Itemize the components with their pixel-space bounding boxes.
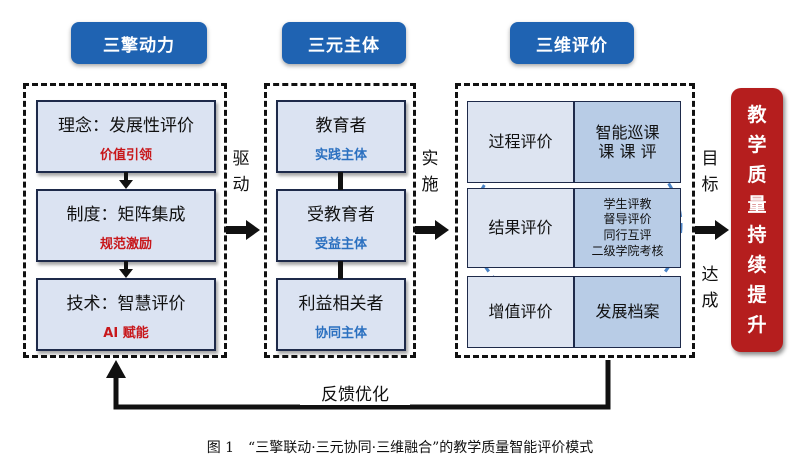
connector-goal-label: 目 标 — [699, 146, 721, 198]
eval-process-detail-line: 课 课 评 — [598, 142, 657, 161]
connector-drive-char: 动 — [232, 175, 250, 195]
subject-box-learner-sub: 受益主体 — [314, 236, 367, 252]
eval-result-detail-line: 督导评价 — [603, 212, 652, 227]
result-char: 教 — [747, 104, 767, 126]
eval-process-detail-line: 智能巡课 — [595, 122, 660, 142]
subject-box-stakeholder-title: 利益相关者 — [298, 293, 384, 314]
subject-link-line — [338, 261, 343, 279]
subject-box-educator-title: 教育者 — [315, 115, 367, 136]
subject-box-stakeholder-sub: 协同主体 — [314, 325, 367, 341]
result-char: 提 — [747, 284, 767, 306]
connector-goal-char: 标 — [701, 175, 719, 195]
drive-box-system-title: 制度：矩阵集成 — [66, 204, 186, 225]
down-arrow-icon — [119, 261, 133, 278]
drive-box-concept: 理念：发展性评价 价值引领 — [36, 100, 216, 173]
subject-box-learner-title: 受教育者 — [307, 204, 375, 225]
connector-reach-label: 达 成 — [699, 262, 721, 314]
connector-reach-char: 成 — [701, 291, 719, 311]
drive-box-system-sub: 规范激励 — [99, 236, 152, 252]
tab-three-dimension-eval: 三维评价 — [510, 22, 634, 64]
result-char: 持 — [747, 224, 767, 246]
subject-link-line — [338, 172, 343, 190]
drive-box-concept-title: 理念：发展性评价 — [58, 115, 194, 136]
eval-result-cell: 结果评价 — [467, 188, 574, 268]
connector-drive-label: 驱 动 — [230, 146, 252, 198]
right-arrow-icon — [695, 220, 729, 240]
right-arrow-icon — [415, 220, 449, 240]
subject-box-stakeholder: 利益相关者 协同主体 — [276, 278, 406, 351]
eval-column-frame — [455, 83, 695, 358]
eval-process-detail: 智能巡课 课 课 评 — [574, 101, 681, 183]
result-char: 量 — [747, 194, 767, 216]
right-arrow-icon — [226, 220, 260, 240]
connector-implement-char: 施 — [421, 175, 439, 195]
subject-box-educator: 教育者 实践主体 — [276, 100, 406, 173]
eval-value-added-detail: 发展档案 — [574, 276, 681, 348]
result-char: 学 — [747, 134, 767, 156]
result-char: 续 — [747, 254, 767, 276]
result-box: 教 学 质 量 持 续 提 升 — [731, 88, 783, 352]
eval-process-cell: 过程评价 — [467, 101, 574, 183]
result-char: 质 — [747, 164, 767, 186]
connector-implement-label: 实 施 — [419, 146, 441, 198]
eval-result-detail: 学生评教 督导评价 同行互评 二级学院考核 — [574, 188, 681, 268]
down-arrow-icon — [119, 172, 133, 189]
feedback-label: 反馈优化 — [300, 380, 410, 405]
eval-result-detail-line: 二级学院考核 — [591, 243, 664, 258]
result-char: 升 — [747, 314, 767, 336]
drive-box-tech: 技术：智慧评价 AI 赋能 — [36, 278, 216, 351]
tab-three-subjects: 三元主体 — [282, 22, 406, 64]
subject-column-frame — [264, 83, 416, 358]
connector-reach-char: 达 — [701, 265, 719, 285]
drive-box-system: 制度：矩阵集成 规范激励 — [36, 189, 216, 262]
drive-column-frame — [23, 83, 227, 358]
connector-drive-char: 驱 — [232, 149, 250, 169]
drive-box-tech-title: 技术：智慧评价 — [66, 293, 186, 314]
drive-box-tech-sub: AI 赋能 — [103, 325, 149, 341]
figure-caption: 图 1 “三擎联动·三元协同·三维融合”的教学质量智能评价模式 — [206, 440, 594, 456]
connector-goal-char: 目 — [701, 149, 719, 169]
drive-box-concept-sub: 价值引领 — [99, 147, 152, 163]
subject-box-learner: 受教育者 受益主体 — [276, 189, 406, 262]
subject-box-educator-sub: 实践主体 — [314, 147, 367, 163]
connector-implement-char: 实 — [421, 149, 439, 169]
eval-result-detail-line: 学生评教 — [603, 196, 652, 211]
eval-value-added-cell: 增值评价 — [467, 276, 574, 348]
eval-result-detail-line: 同行互评 — [603, 228, 652, 242]
tab-three-engines: 三擎动力 — [71, 22, 207, 64]
